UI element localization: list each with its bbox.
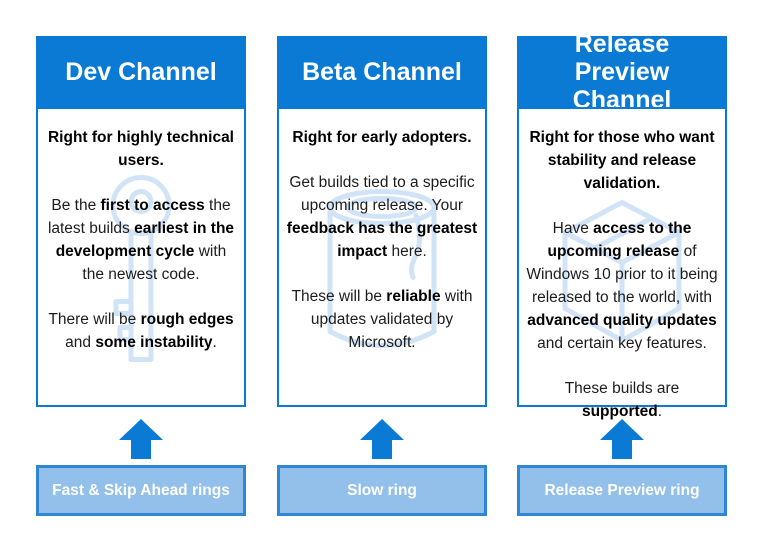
channel-description-dev: Right for highly technical users. Be the … (36, 107, 246, 407)
ring-label: Release Preview ring (544, 481, 700, 499)
up-arrow-icon (119, 419, 163, 459)
body-paragraph: There will be rough edges and some insta… (48, 311, 234, 351)
channel-title: Dev Channel (65, 57, 217, 86)
up-arrow-icon (360, 419, 404, 459)
channel-column-beta: Beta Channel Right for early adopters. Ge… (277, 36, 487, 516)
body-paragraph: Get builds tied to a specific upcoming r… (286, 174, 478, 260)
channel-description-release-preview: Right for those who want stability and r… (517, 107, 727, 420)
body-paragraph: Have access to the upcoming release of W… (526, 220, 718, 352)
channel-paragraphs: Right for early adopters. Get builds tied… (286, 126, 478, 354)
channel-column-dev: Dev Channel Right for highly technical u… (36, 36, 246, 516)
ring-label: Slow ring (347, 481, 417, 499)
up-arrow-icon (600, 419, 644, 459)
body-paragraph: Right for highly technical users. (47, 129, 234, 169)
channel-header-beta: Beta Channel (277, 36, 487, 107)
body-paragraph: Be the first to access the latest builds… (47, 197, 235, 283)
channel-paragraphs: Right for highly technical users. Be the … (45, 126, 237, 354)
channel-title: Beta Channel (302, 57, 462, 86)
body-paragraph: These will be reliable with updates vali… (291, 288, 473, 351)
channel-header-dev: Dev Channel (36, 36, 246, 107)
body-paragraph: Right for those who want stability and r… (529, 129, 715, 192)
ring-label-box-release-preview: Release Preview ring (517, 465, 727, 516)
ring-label-box-beta: Slow ring (277, 465, 487, 516)
channel-description-beta: Right for early adopters. Get builds tied… (277, 107, 487, 407)
channel-column-release-preview: Release Preview Channel Right for those … (517, 30, 727, 516)
body-paragraph: These builds are supported. (564, 380, 680, 420)
body-paragraph: Right for early adopters. (292, 129, 472, 146)
channel-header-release-preview: Release Preview Channel (517, 30, 727, 114)
channel-paragraphs: Right for those who want stability and r… (526, 126, 718, 423)
ring-label: Fast & Skip Ahead rings (52, 481, 230, 499)
channel-title: Release Preview Channel (572, 29, 672, 114)
ring-label-box-dev: Fast & Skip Ahead rings (36, 465, 246, 516)
